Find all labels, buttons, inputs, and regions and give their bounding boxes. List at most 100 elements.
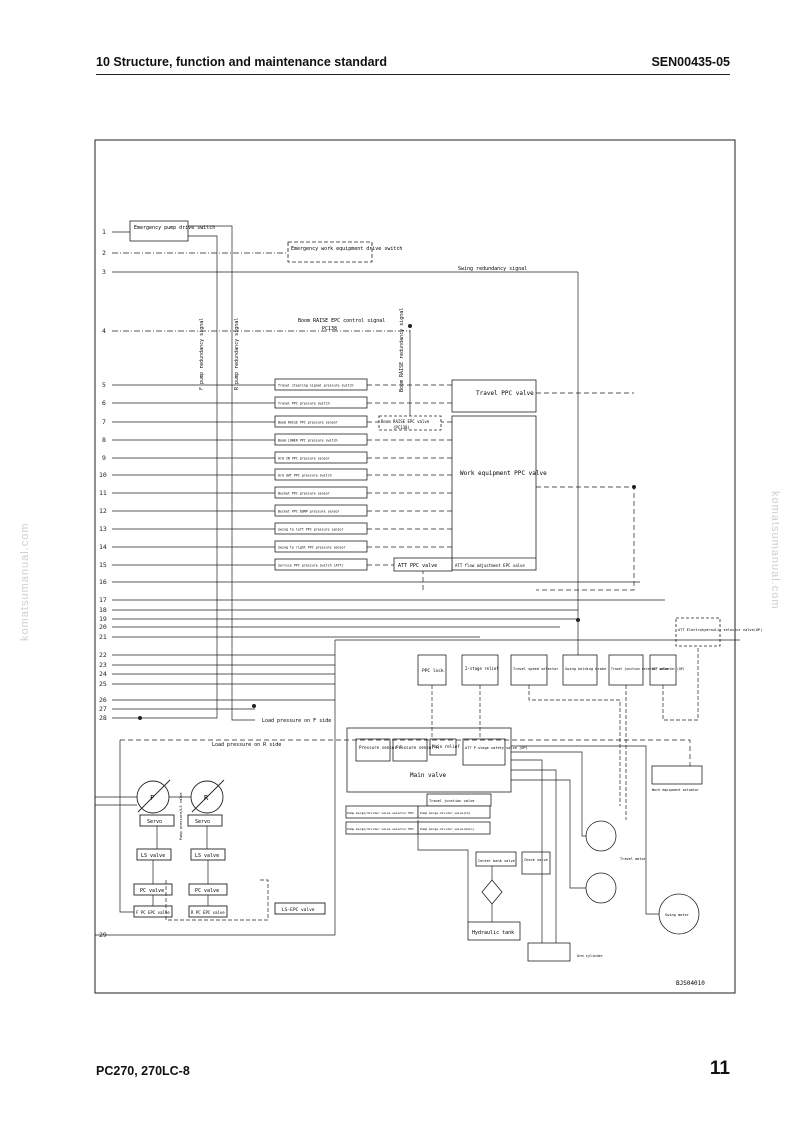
line-number-19: 19 [99,615,107,623]
travel-junction-label: Travel junction selector valve [611,667,669,671]
load-pressure-r-label: Load pressure on R side [212,742,281,748]
pump-vertical-label: Pump pressure/LS valve [179,792,183,840]
f-pump-redundancy-label: F pump redundancy signal [199,318,205,390]
junction-dot-3 [576,618,580,622]
att-ppc-label: ATT PPC valve [398,563,437,569]
line-number-14: 14 [99,543,107,551]
sensor-box-11 [274,486,368,499]
pump-merge-epc-label: Pump merge/divider valve selector EPC [347,811,414,815]
sensor-label-6: Travel PPC pressure switch [278,402,330,406]
sensor-box-14 [274,540,368,553]
sensor-label-13: Swing to left PPC pressure sensor [278,528,344,532]
ls-epc-label: LS-EPC valve [282,907,315,913]
sensor-box-15 [274,558,368,571]
main-relief-box [429,738,457,756]
travel-motor-label: Travel motor [620,857,647,861]
line-number-26: 26 [99,696,107,704]
travel-motor-1 [585,820,617,852]
bus-line-29 [95,640,336,936]
work-equipment-ppc-label: Work equipment PPC valve [460,470,547,477]
boom-raise-epc-signal-label: Boom RAISE EPC control signal [298,318,385,324]
sensor-label-10: Arm OUT PPC pressure switch [278,474,332,478]
line-number-5: 5 [102,381,106,389]
work-equipment-ppc-box [451,415,537,571]
line-number-6: 6 [102,399,106,407]
arm-cylinder-label: Arm cylinder [577,954,604,958]
line-number-10: 10 [99,471,107,479]
f-ls-valve-label: LS valve [141,853,165,859]
check-valve-label: Check valve [524,858,548,862]
travel-junction-valve-label: Travel junction valve [429,799,474,803]
line-number-9: 9 [102,454,106,462]
line-number-22: 22 [99,651,107,659]
sensor-box-6 [274,396,368,409]
sensor-label-14: Swing to right PPC pressure sensor [278,546,346,550]
boom-raise-epc-label-2: (PC138) [393,425,410,430]
header-doc-number: SEN00435-05 [651,55,730,69]
line-number-20: 20 [99,623,107,631]
r-pump-redundancy-label: R pump redundancy signal [234,318,240,390]
hydraulic-tank-label: Hydraulic tank [472,930,514,936]
sensor-box-7 [274,415,368,428]
swing-redundancy-label: Swing redundancy signal [458,266,527,272]
pilot-line-main [120,739,691,766]
line-number-7: 7 [102,418,106,426]
swing-brake-label: Swing holding brake [565,667,606,671]
sensor-label-11: Bucket PPC pressure sensor [278,492,330,496]
main-valve-label: Main valve [410,772,447,779]
att-safety-label: ATT P-stage safety valve (OP) [465,746,528,750]
cylinder-line [511,759,543,943]
line-number-18: 18 [99,606,107,614]
r-pump-label: R [204,794,209,802]
line-number-16: 16 [99,578,107,586]
emergency-work-switch-box [287,241,373,263]
att-flow-epc-label: ATT flow adjustment EPC valve [455,563,525,568]
line-number-8: 8 [102,436,106,444]
sensor-label-7: Boom RAISE PPC pressure sensor [278,421,338,425]
pressure-sensor-r-label: Pressure sensor R [396,745,439,750]
r-pc-epc-label: R PC EPC valve [191,910,225,915]
line-number-4: 4 [102,327,106,335]
sensor-box-12 [274,504,368,517]
line-number-23: 23 [99,661,107,669]
line-number-17: 17 [99,596,107,604]
drawing-id: BJS04010 [676,980,705,987]
line-number-2: 2 [102,249,106,257]
hydraulic-tank-box [467,921,521,941]
motor-line [511,779,586,889]
line-number-11: 11 [99,489,107,497]
line-number-15: 15 [99,561,107,569]
line-number-24: 24 [99,670,107,678]
f-pump-arrow [137,779,171,813]
sensor-box-8 [274,433,368,446]
filter-symbol [481,879,503,905]
work-equipment-actuator-label: Work equipment actuator [652,788,699,792]
ppc-lock-label: PPC lock [422,668,444,674]
sensor-box-13 [274,522,368,535]
motor-line-2 [511,751,586,837]
pressure-sensor-r-box [392,738,428,762]
center-bank-label: Center bank valve [478,859,515,863]
pump-switch-wire-2 [130,235,218,719]
travel-speed-box [510,654,548,686]
emergency-pump-switch-label: Emergency pump drive switch [134,225,215,231]
footer-model: PC270, 270LC-8 [96,1064,190,1078]
f-servo-label: Servo [147,819,162,825]
boom-raise-epc-signal-label-2: PC138 [322,326,337,332]
travel-speed-label: Travel speed selector [513,667,559,671]
r-ls-valve-label: LS valve [195,853,219,859]
emergency-work-switch-label: Emergency work equipment drive switch [291,246,402,252]
r-pump-arrow [191,779,225,813]
swing-line [511,745,659,915]
emergency-pump-switch-box [129,220,189,242]
junction-dot-5 [632,485,636,489]
r-servo-label: Servo [195,819,210,825]
att-safety-box [462,738,506,766]
sensor-label-5: Travel steering signal pressure switch [278,384,353,388]
check-valve-box [521,851,551,875]
pressure-sensor-f-label: Pressure sensor F [359,745,402,750]
sensor-box-9 [274,451,368,464]
pump-merge-main-label: Pump merge-divider valve(main) [420,827,474,831]
return-line [417,820,469,922]
sensor-label-12: Bucket PPC DUMP pressure sensor [278,510,340,514]
